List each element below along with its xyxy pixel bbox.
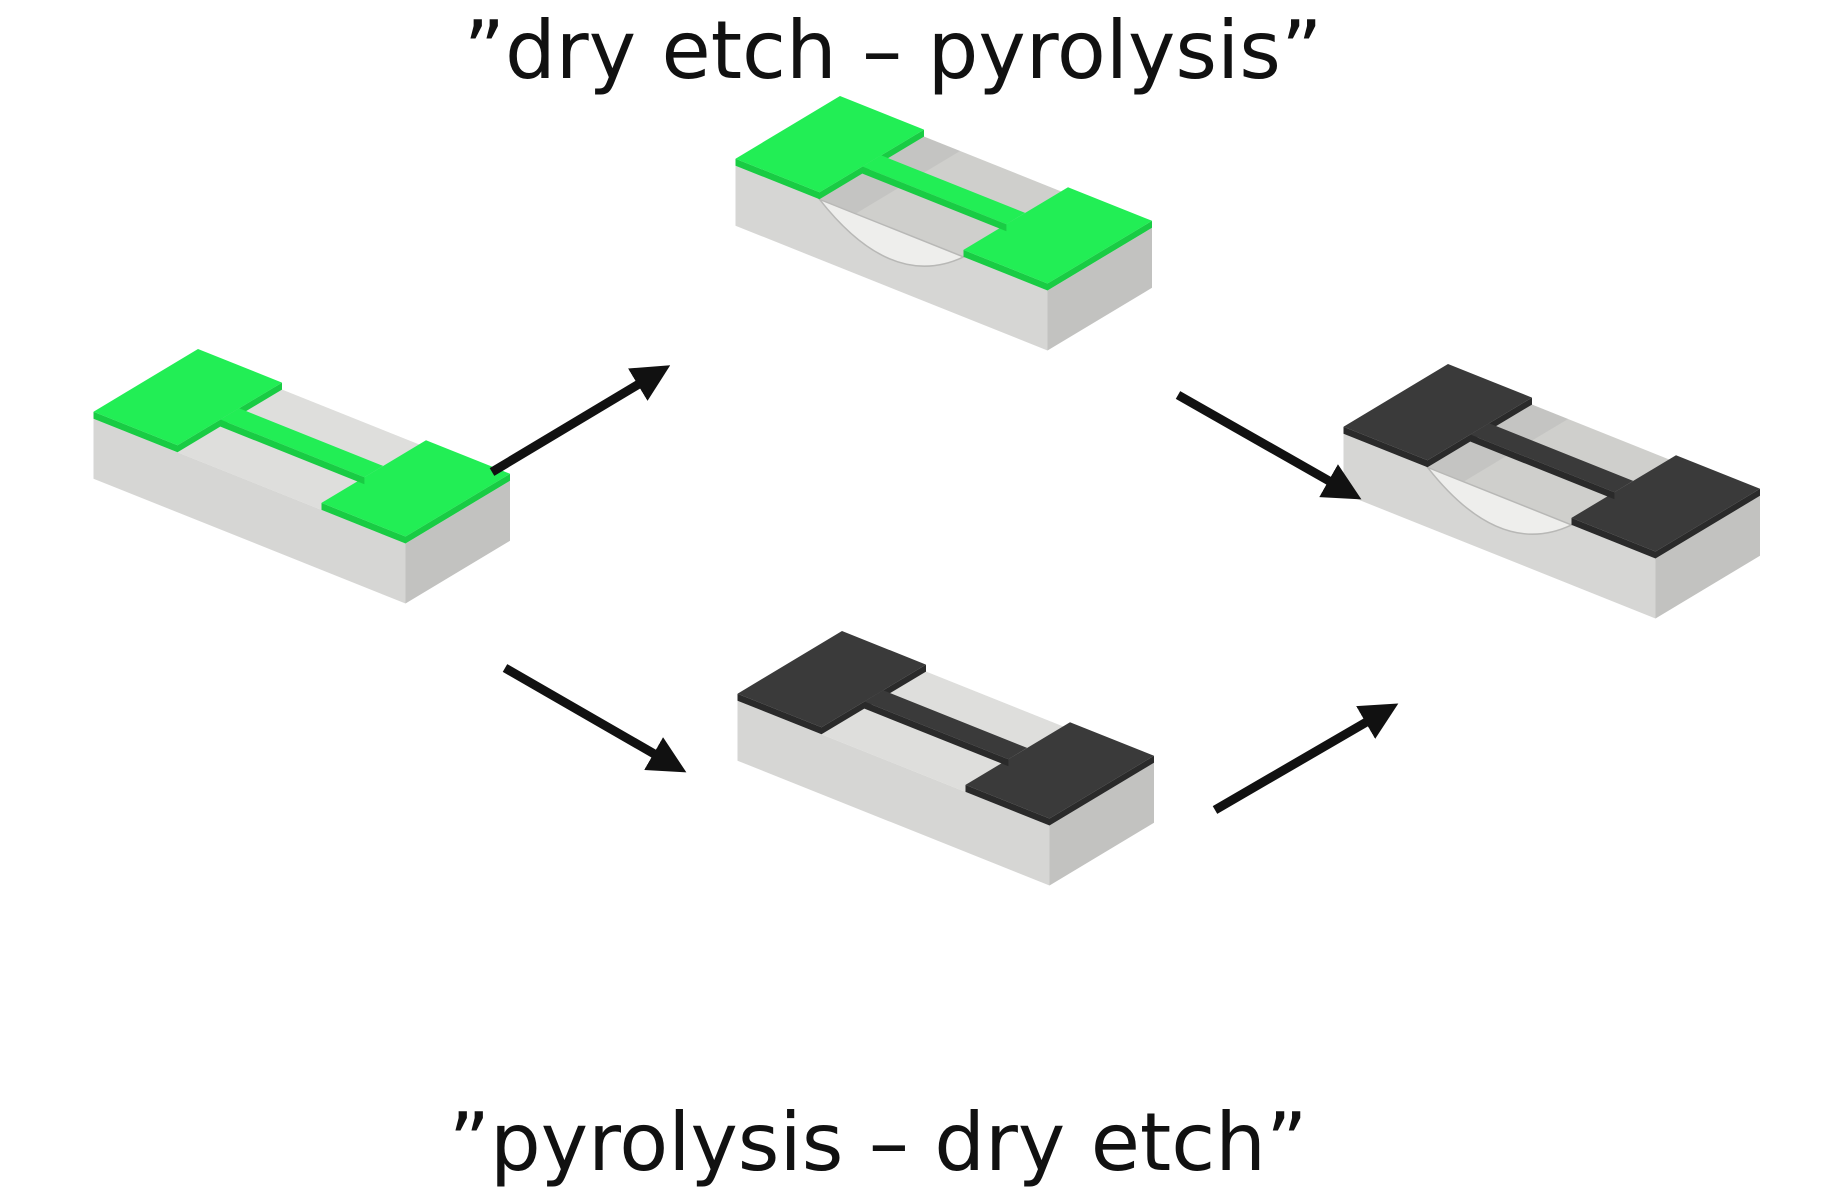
pattern-edge <box>1655 488 1760 559</box>
pattern-bridge <box>862 155 1026 225</box>
pattern-bridge-edge <box>1470 434 1615 500</box>
final-etched-carbon-block <box>1343 364 1760 619</box>
pattern-bar-left <box>737 631 926 728</box>
pattern-edge <box>1049 755 1154 826</box>
substrate-side-face <box>1655 495 1760 619</box>
arrow-dry-etched-to-final <box>1175 391 1362 500</box>
pattern-edge <box>321 502 406 544</box>
pattern-bridge <box>220 408 384 478</box>
pattern-bar-left <box>93 349 282 446</box>
substrate-side-face <box>405 480 510 604</box>
substrate-side-face <box>1049 762 1154 886</box>
initial-green-pattern-block <box>93 349 510 604</box>
arrow-to-pyrolyzed <box>502 664 687 773</box>
etched-cavity <box>817 197 966 267</box>
substrate-side-face <box>1047 227 1152 351</box>
pattern-bridge-edge <box>220 419 365 485</box>
pattern-edge <box>963 249 1048 291</box>
arrow-to-dry-etched <box>489 365 671 476</box>
pattern-bridge-edge <box>864 701 1009 767</box>
dry-etched-green-pattern-block <box>735 96 1152 351</box>
pattern-edge <box>1343 426 1428 468</box>
pattern-bridge <box>864 690 1028 760</box>
pattern-bar-left <box>735 96 924 193</box>
pattern-edge <box>1047 220 1152 291</box>
pattern-bar-right <box>965 722 1154 819</box>
bottom-route-label: ”pyrolysis – dry etch” <box>449 1096 1308 1189</box>
pattern-bridge <box>1470 423 1634 493</box>
substrate-front-face <box>737 700 1050 886</box>
pattern-bar-right <box>321 440 510 537</box>
etched-cavity <box>1425 465 1574 535</box>
pattern-edge <box>735 158 820 200</box>
pattern-bar-left <box>1343 364 1532 461</box>
pattern-bar-right <box>963 187 1152 284</box>
pattern-bridge-edge <box>862 166 1007 232</box>
pattern-edge <box>93 411 178 453</box>
substrate-front-face <box>93 418 406 604</box>
pattern-bar-right <box>1571 455 1760 552</box>
pattern-edge <box>965 784 1050 826</box>
pattern-edge <box>737 693 822 735</box>
pattern-edge <box>1571 517 1656 559</box>
arrow-pyrolyzed-to-final <box>1212 703 1399 814</box>
pattern-edge <box>405 473 510 544</box>
top-route-label: ”dry etch – pyrolysis” <box>464 4 1323 97</box>
pyrolyzed-carbon-pattern-block <box>737 631 1154 886</box>
